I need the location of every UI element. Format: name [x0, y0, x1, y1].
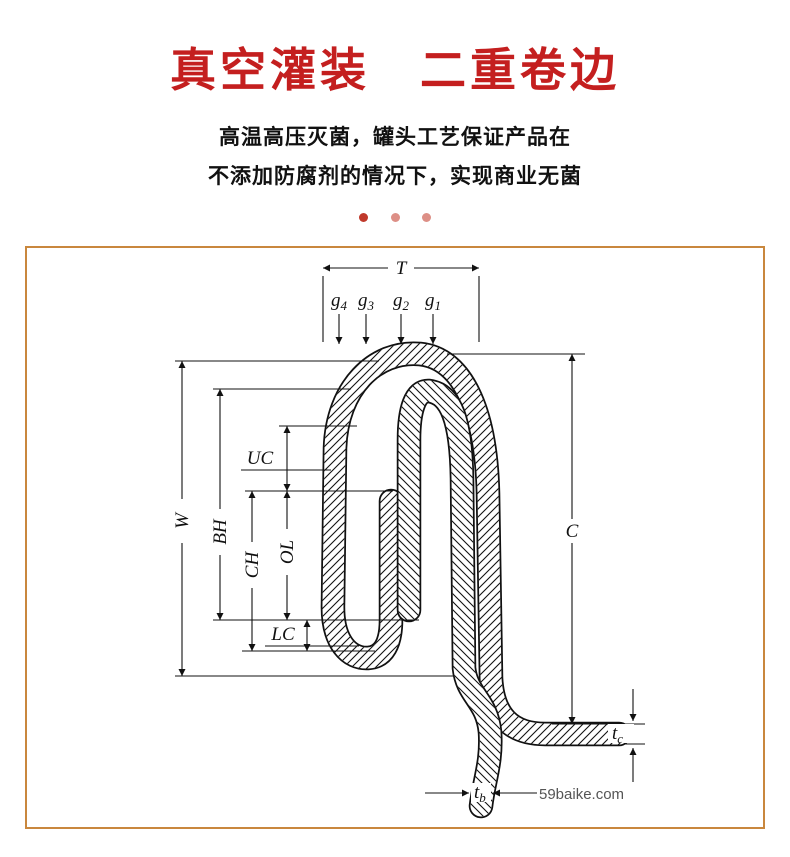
- dot-icon: [390, 213, 400, 223]
- dim-label-LC: LC: [270, 624, 295, 645]
- diagram-frame: T g4 g3 g2 g1 UC LC W BH CH OL: [25, 246, 765, 830]
- dim-label-OL: OL: [277, 540, 298, 564]
- decorative-dots: [0, 213, 790, 223]
- page-title: 真空灌装 二重卷边: [170, 45, 620, 96]
- dot-icon: [421, 213, 431, 223]
- header: 真空灌装 二重卷边 高温高压灭菌，罐头工艺保证产品在 不添加防腐剂的情况下，实现…: [0, 34, 790, 223]
- label-background: [563, 519, 581, 544]
- dot-icon: [359, 213, 369, 223]
- watermark: 59baike.com: [539, 786, 624, 803]
- dim-label-g1: g1: [425, 290, 441, 313]
- label-background: [608, 724, 634, 744]
- body-section-hatch: [398, 380, 501, 817]
- subtitle-line-1: 高温高压灭菌，罐头工艺保证产品在: [219, 126, 571, 149]
- extension-lines: [175, 276, 645, 745]
- dim-label-g2: g2: [393, 290, 410, 313]
- label-background: [471, 783, 491, 803]
- dim-label-C: C: [566, 521, 579, 542]
- label-backgrounds: [173, 258, 634, 803]
- seam-cross-section: [320, 341, 632, 819]
- dim-label-UC: UC: [247, 448, 274, 469]
- dim-label-g4: g4: [331, 290, 348, 313]
- label-background: [278, 529, 296, 576]
- dim-label-W: W: [172, 511, 193, 529]
- dim-label-tb: tb: [474, 782, 486, 805]
- dimension-labels: T g4 g3 g2 g1 UC LC W BH CH OL: [172, 258, 623, 805]
- dim-label-CH: CH: [242, 551, 263, 579]
- dim-label-g3: g3: [358, 290, 375, 313]
- label-background: [388, 258, 414, 278]
- dim-label-BH: BH: [210, 518, 231, 545]
- label-background: [173, 499, 191, 544]
- label-background: [211, 509, 229, 556]
- subtitle-line-2: 不添加防腐剂的情况下，实现商业无菌: [208, 164, 582, 188]
- double-seam-diagram: T g4 g3 g2 g1 UC LC W BH CH OL: [172, 258, 645, 819]
- cover-section-hatch: [322, 343, 630, 745]
- dim-label-T: T: [396, 258, 408, 279]
- dim-label-tc: tc: [612, 723, 623, 746]
- label-background: [243, 542, 261, 589]
